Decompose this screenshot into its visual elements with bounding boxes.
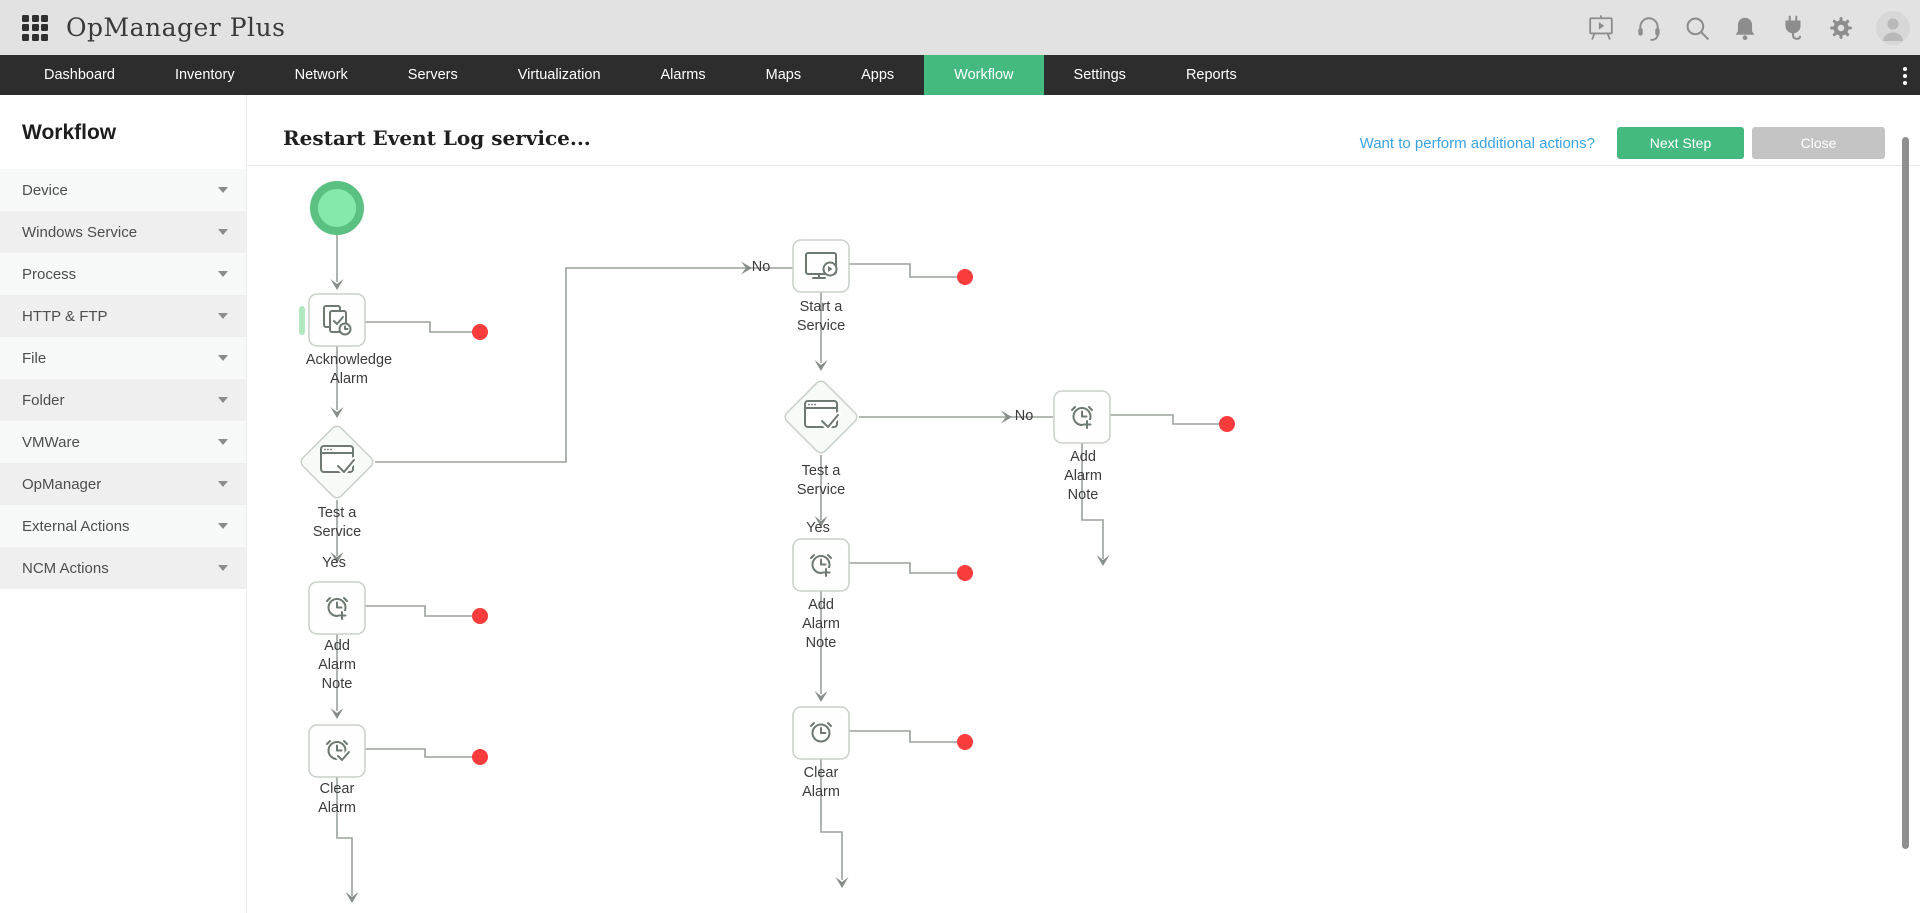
sidebar-item-label: Device [22,181,68,199]
sidebar-item-http-ftp[interactable]: HTTP & FTP [0,295,246,337]
sidebar-item-vmware[interactable]: VMWare [0,421,246,463]
next-step-button[interactable]: Next Step [1617,127,1744,159]
sidebar-item-process[interactable]: Process [0,253,246,295]
branch-label-yes-2: Yes [806,520,830,536]
additional-actions-link[interactable]: Want to perform additional actions? [1359,135,1595,152]
tab-servers[interactable]: Servers [407,67,458,83]
add-alarm-note-icon [1071,406,1093,429]
tab-alarms[interactable]: Alarms [660,67,706,83]
tab-workflow[interactable]: Workflow [924,55,1044,95]
sidebar-item-label: External Actions [22,517,130,535]
sidebar-item-label: VMWare [22,433,80,451]
apps-grid-icon[interactable] [22,14,48,41]
tab-maps[interactable]: Maps [765,67,802,83]
page-title: Restart Event Log service... [283,126,591,150]
chevron-down-icon [218,523,228,529]
sidebar-item-label: HTTP & FTP [22,307,108,325]
selection-highlight [299,306,305,335]
branch-label-no-2: No [1014,408,1034,424]
chevron-down-icon [218,313,228,319]
sidebar-item-file[interactable]: File [0,337,246,379]
sidebar-item-label: Folder [22,391,65,409]
tab-network[interactable]: Network [294,67,348,83]
add-alarm-note-icon [326,597,348,620]
edge-arrowheads [330,261,1110,903]
sidebar-item-label: OpManager [22,475,102,493]
sidebar-item-ncm-actions[interactable]: NCM Actions [0,547,246,589]
add-alarm-note-icon [810,554,832,577]
close-button[interactable]: Close [1752,127,1885,159]
clear-alarm-icon [810,722,832,743]
sidebar-item-device[interactable]: Device [0,169,246,211]
search-icon[interactable] [1684,15,1710,41]
workflow-sidebar: Workflow Device Windows Service Process … [0,95,247,913]
chevron-down-icon [218,565,228,571]
node-start-a-service[interactable] [792,239,850,293]
user-avatar[interactable] [1876,10,1910,45]
branch-label-yes-1: Yes [322,555,346,571]
training-icon[interactable] [1588,14,1614,41]
chevron-down-icon [218,355,228,361]
test-service-icon [320,445,357,475]
branch-label-no-1: No [751,259,771,275]
chevron-down-icon [218,271,228,277]
workflow-edges [336,235,1219,896]
tab-apps[interactable]: Apps [861,67,895,83]
sidebar-item-label: Windows Service [22,223,138,241]
topbar: OpManager Plus [0,0,1920,55]
tab-inventory[interactable]: Inventory [174,67,235,83]
sidebar-item-external-actions[interactable]: External Actions [0,505,246,547]
error-endpoints [472,269,1235,765]
start-node[interactable] [310,181,364,235]
sidebar-item-label: File [22,349,47,367]
chevron-down-icon [218,187,228,193]
acknowledge-alarm-icon [323,305,352,336]
test-service-icon [804,400,841,430]
support-icon[interactable] [1636,15,1662,41]
tab-virtualization[interactable]: Virtualization [517,67,601,83]
sidebar-item-folder[interactable]: Folder [0,379,246,421]
app-title: OpManager Plus [66,13,286,42]
chevron-down-icon [218,481,228,487]
tab-dashboard[interactable]: Dashboard [44,67,115,83]
tab-settings[interactable]: Settings [1073,67,1126,83]
chevron-down-icon [218,439,228,445]
chevron-down-icon [218,397,228,403]
vertical-scrollbar[interactable] [1902,137,1909,849]
addons-icon[interactable] [1780,15,1806,41]
sidebar-item-opmanager[interactable]: OpManager [0,463,246,505]
sidebar-item-label: Process [22,265,77,283]
sidebar-title: Workflow [22,121,117,144]
content-header: Restart Event Log service... Want to per… [247,95,1920,166]
chevron-down-icon [218,229,228,235]
clear-alarm-icon [326,740,352,763]
sidebar-item-windows-service[interactable]: Windows Service [0,211,246,253]
notifications-icon[interactable] [1732,15,1758,41]
start-service-icon [805,252,838,279]
main-nav: Dashboard Inventory Network Servers Virt… [0,55,1920,95]
tab-reports[interactable]: Reports [1185,67,1237,83]
settings-icon[interactable] [1828,15,1854,41]
sidebar-item-label: NCM Actions [22,559,109,577]
nav-overflow-menu-icon[interactable] [1898,64,1912,88]
